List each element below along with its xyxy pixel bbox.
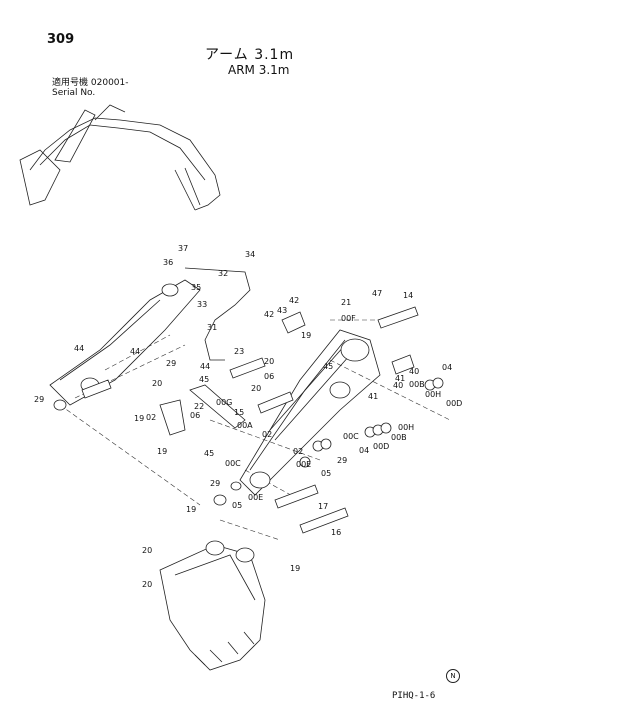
callout-label: 00E	[296, 460, 311, 469]
page-number: 309	[47, 32, 75, 47]
callout-label: 06	[190, 411, 200, 420]
callout-label: 43	[277, 306, 287, 315]
callout-label: 29	[34, 395, 44, 404]
callout-label: 15	[234, 408, 244, 417]
callout-label: 17	[318, 502, 328, 511]
callout-label: 00F	[341, 314, 356, 323]
callout-labels: 37 36 34 35 32 33 31 44 44 29 23 29 44 2…	[34, 244, 462, 589]
callout-label: 45	[323, 362, 333, 371]
callout-label: 00A	[237, 421, 253, 430]
callout-label: 00G	[216, 398, 232, 407]
callout-label: 00C	[343, 432, 359, 441]
callout-label: 29	[210, 479, 220, 488]
callout-label: 00C	[225, 459, 241, 468]
callout-label: 20	[142, 546, 152, 555]
callout-label: 45	[204, 449, 214, 458]
callout-label: 00D	[446, 399, 462, 408]
callout-label: 16	[331, 528, 341, 537]
callout-label: 29	[337, 456, 347, 465]
callout-label: 02	[146, 413, 156, 422]
callout-label: 47	[372, 289, 382, 298]
callout-label: 20	[264, 357, 274, 366]
callout-label: 44	[130, 347, 140, 356]
callout-label: 34	[245, 250, 255, 259]
callout-label: 00E	[248, 493, 263, 502]
callout-label: 02	[262, 430, 272, 439]
callout-label: 41	[368, 392, 378, 401]
callout-label: 20	[251, 384, 261, 393]
callout-label: 19	[134, 414, 144, 423]
callout-label: 20	[152, 379, 162, 388]
serial-label-jp: 適用号機	[52, 78, 89, 88]
link-bracket	[159, 399, 186, 436]
plate-upper	[281, 311, 306, 334]
callout-label: 21	[341, 298, 351, 307]
callout-label: 19	[290, 564, 300, 573]
callout-label: 06	[264, 372, 274, 381]
bucket	[159, 540, 266, 671]
callout-label: 00H	[398, 423, 414, 432]
callout-label: 22	[194, 402, 204, 411]
callout-label: 33	[197, 300, 207, 309]
title-japanese: アーム 3.1m	[205, 47, 295, 63]
washers	[53, 377, 444, 506]
callout-label: 44	[74, 344, 84, 353]
callout-label: 19	[301, 331, 311, 340]
callout-label: 32	[218, 269, 228, 278]
callout-label: 02	[293, 447, 303, 456]
callout-label: 45	[199, 375, 209, 384]
callout-label: 42	[264, 310, 274, 319]
title-english: ARM 3.1m	[228, 63, 290, 77]
callout-label: 40	[409, 367, 419, 376]
callout-label: 20	[142, 580, 152, 589]
callout-label: 35	[191, 283, 201, 292]
callout-label: 42	[289, 296, 299, 305]
callout-label: 44	[200, 362, 210, 371]
callout-label: 41	[395, 374, 405, 383]
callout-label: 04	[359, 446, 369, 455]
callout-label: 31	[207, 323, 217, 332]
callout-label: 14	[403, 291, 413, 300]
serial-block: 適用号機 020001- Serial No.	[52, 78, 129, 98]
callout-label: 37	[178, 244, 188, 253]
serial-value: 020001-	[90, 78, 129, 88]
drawing-code: PIHQ-1-6	[392, 691, 436, 701]
plate-right	[391, 354, 415, 375]
callout-label: 19	[186, 505, 196, 514]
link-bar	[189, 384, 246, 429]
north-mark-icon: N	[446, 669, 460, 683]
callout-label: 05	[232, 501, 242, 510]
callout-label: 05	[321, 469, 331, 478]
callout-label: 40	[393, 381, 403, 390]
overview-sketch	[19, 104, 221, 211]
callout-label: 00B	[409, 380, 425, 389]
callout-label: 36	[163, 258, 173, 267]
pins	[81, 306, 419, 534]
callout-label: 00H	[425, 390, 441, 399]
callout-label: 00D	[373, 442, 389, 451]
serial-label-en: Serial No.	[52, 88, 96, 98]
arm-body	[239, 329, 381, 496]
callout-label: 04	[442, 363, 452, 372]
callout-label: 23	[234, 347, 244, 356]
callout-label: 29	[166, 359, 176, 368]
hose-line	[184, 267, 251, 361]
callout-label: 19	[157, 447, 167, 456]
callout-label: 00B	[391, 433, 407, 442]
boom-assembly	[49, 279, 201, 406]
